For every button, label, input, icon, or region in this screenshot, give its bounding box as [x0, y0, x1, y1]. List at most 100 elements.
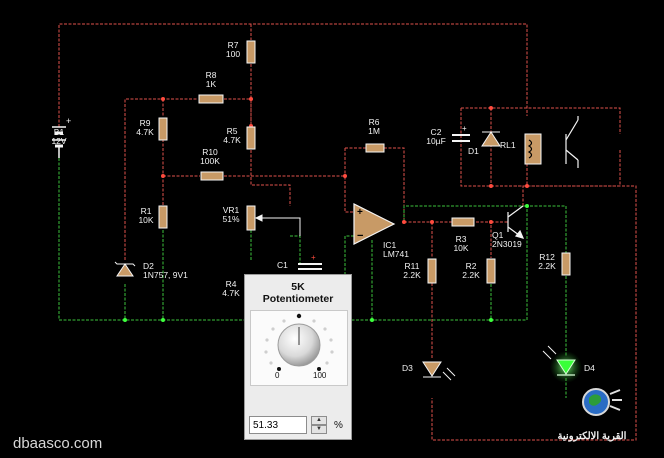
r5-label: R5 4.7K	[223, 127, 241, 145]
r1-ref: R1	[140, 206, 152, 216]
village-logo	[582, 388, 622, 416]
vr1-ref: VR1	[222, 205, 240, 215]
rl1-ref: RL1	[500, 140, 516, 150]
d2-label: D2 1N757, 9V1	[143, 262, 188, 280]
svg-text:+: +	[357, 207, 363, 218]
svg-text:+: +	[311, 253, 316, 262]
r6-ref: R6	[368, 117, 380, 127]
r8-value: 1K	[205, 79, 217, 89]
vr1-label: VR1 51%	[222, 206, 239, 224]
d1-label: D1	[468, 147, 479, 156]
svg-text:+: +	[66, 116, 71, 126]
battery-b1	[52, 126, 66, 158]
potentiometer-title: 5K Potentiometer	[245, 281, 351, 305]
c1-ref: C1	[277, 260, 288, 270]
r10-value: 100K	[200, 156, 220, 166]
r11-value: 2.2K	[403, 270, 421, 280]
knob-dial[interactable]	[251, 311, 347, 385]
r7-value: 100	[225, 49, 241, 59]
c2-label: C2 10µF	[426, 128, 446, 146]
capacitor-c2	[452, 134, 470, 142]
ic1-label: IC1 LM741	[383, 241, 409, 259]
r9-label: R9 4.7K	[136, 119, 154, 137]
site-watermark: dbaasco.com	[13, 435, 103, 452]
r5-ref: R5	[226, 126, 238, 136]
c2-value: 10µF	[426, 136, 446, 146]
d2-ref: D2	[143, 261, 154, 271]
r4-label: R4 4.7K	[222, 280, 240, 298]
q1-value: 2N3019	[492, 239, 522, 249]
r8-label: R8 1K	[206, 71, 217, 89]
led-d3	[422, 361, 456, 381]
vr1-value: 51%	[222, 214, 240, 224]
r2-ref: R2	[465, 261, 477, 271]
r9-value: 4.7K	[136, 127, 154, 137]
r6-value: 1M	[368, 126, 380, 136]
r4-ref: R4	[225, 279, 237, 289]
dial-area: 0 100	[250, 310, 348, 386]
c2-ref: C2	[430, 127, 442, 137]
b1-label: B1 12V	[51, 128, 66, 146]
r1-label: R1 10K	[138, 207, 153, 225]
ic1-value: LM741	[383, 249, 409, 259]
rl1-label: RL1	[500, 141, 516, 150]
opamp-ic1	[353, 203, 396, 245]
svg-text:−: −	[357, 230, 363, 242]
potentiometer-value-input[interactable]	[249, 416, 307, 434]
ic1-ref: IC1	[383, 240, 397, 250]
spin-up-icon[interactable]: ▲	[311, 416, 327, 425]
position-indicator	[296, 313, 302, 319]
spin-down-icon[interactable]: ▼	[311, 425, 327, 434]
capacitor-c1	[298, 263, 322, 270]
r10-ref: R10	[202, 147, 218, 157]
r7-ref: R7	[227, 40, 239, 50]
d3-ref: D3	[402, 363, 413, 373]
transistor-q1	[507, 205, 525, 239]
value-spinner[interactable]: ▲ ▼	[311, 416, 327, 434]
q1-ref: Q1	[492, 230, 504, 240]
zener-d2	[114, 261, 136, 277]
r2-value: 2.2K	[462, 270, 480, 280]
r12-ref: R12	[539, 252, 555, 262]
vr1-wiper	[254, 214, 301, 236]
r6-label: R6 1M	[368, 118, 380, 136]
r5-value: 4.7K	[223, 135, 241, 145]
r7-label: R7 100	[226, 41, 240, 59]
scale-max-label: 100	[313, 371, 327, 380]
r11-label: R11 2.2K	[403, 262, 421, 280]
relay-rl1	[524, 116, 579, 168]
svg-text:+: +	[462, 124, 467, 133]
b1-ref: B1	[53, 127, 65, 137]
unit-label: %	[334, 420, 343, 431]
r9-ref: R9	[139, 118, 151, 128]
junction-dots-red	[161, 97, 529, 224]
led-d4	[542, 345, 582, 383]
r4-value: 4.7K	[222, 288, 240, 298]
d1-ref: D1	[468, 146, 479, 156]
diode-d1	[481, 131, 501, 147]
d4-label: D4	[584, 364, 595, 373]
r10-label: R10 100K	[200, 148, 220, 166]
resistors	[158, 40, 571, 284]
r3-label: R3 10K	[453, 235, 468, 253]
r11-ref: R11	[404, 261, 420, 271]
potentiometer-title-value: 5K	[291, 281, 305, 293]
r3-value: 10K	[453, 243, 469, 253]
c1-label: C1	[277, 261, 288, 270]
r1-value: 10K	[138, 215, 154, 225]
r8-ref: R8	[205, 70, 217, 80]
d2-value: 1N757, 9V1	[143, 270, 188, 280]
potentiometer-panel: 5K Potentiometer 0 100 ▲ ▼ %	[244, 274, 352, 440]
r2-label: R2 2.2K	[462, 262, 480, 280]
d4-ref: D4	[584, 363, 595, 373]
min-dot	[277, 367, 281, 371]
r12-label: R12 2.2K	[538, 253, 556, 271]
r3-ref: R3	[455, 234, 467, 244]
scale-min-label: 0	[275, 371, 280, 380]
logo-text: القرية الالكترونية	[557, 431, 627, 442]
r12-value: 2.2K	[538, 261, 556, 271]
potentiometer-title-name: Potentiometer	[262, 293, 334, 305]
max-dot	[317, 367, 321, 371]
b1-value: 12V	[51, 136, 67, 146]
